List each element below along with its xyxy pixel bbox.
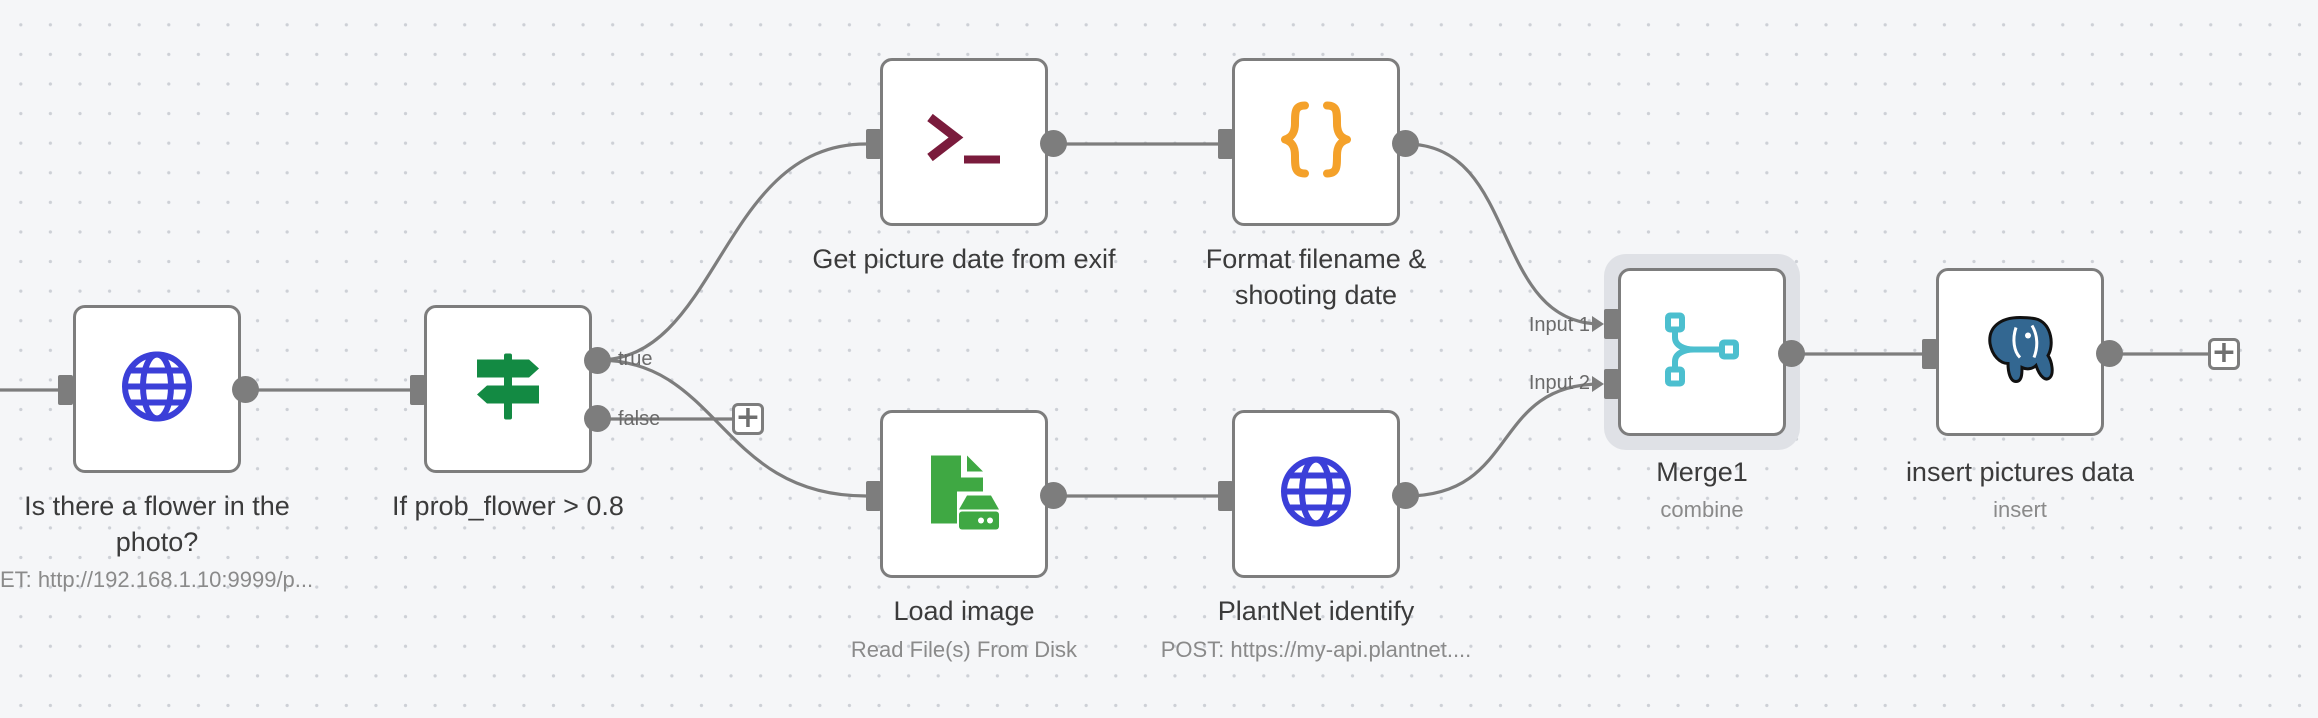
output-label-true: true [618, 348, 653, 370]
node-plantnet-identify[interactable] [1232, 410, 1400, 578]
output-port[interactable] [1778, 340, 1805, 367]
node-insert-pictures[interactable] [1936, 268, 2104, 436]
node-subtitle: insert [1993, 497, 2047, 522]
output-port[interactable] [2096, 340, 2123, 367]
input-label-2: Input 2 [1528, 372, 1590, 394]
node-subtitle: combine [1660, 497, 1744, 522]
node-get-exif-date[interactable] [880, 58, 1048, 226]
merge-icon [1664, 312, 1740, 393]
arrow-head [1592, 376, 1604, 392]
output-port[interactable] [1392, 482, 1419, 509]
output-port[interactable] [1040, 482, 1067, 509]
output-port[interactable] [232, 376, 259, 403]
node-title: Get picture date from exif [812, 244, 1116, 274]
node-format-filename[interactable] [1232, 58, 1400, 226]
node-title: shooting date [1234, 280, 1398, 310]
node-title: Format filename & [1205, 244, 1427, 274]
output-port[interactable] [1392, 130, 1419, 157]
node-title: PlantNet identify [1217, 596, 1415, 626]
edge-plantnet-to-merge [1405, 382, 1602, 498]
input-port[interactable] [410, 375, 425, 405]
input-port[interactable] [866, 129, 881, 159]
arrow-head [1592, 316, 1604, 332]
node-title: Load image [893, 596, 1035, 626]
terminal-icon [924, 110, 1004, 175]
node-flower-check[interactable] [73, 305, 241, 473]
input-label-1: Input 1 [1528, 314, 1590, 336]
node-title: If prob_flower > 0.8 [392, 491, 624, 521]
edge-true-to-exif [597, 142, 867, 362]
input-port[interactable] [1922, 339, 1937, 369]
input-port[interactable] [1218, 481, 1233, 511]
output-port-true[interactable] [584, 347, 611, 374]
output-label-false: false [618, 408, 661, 430]
code-braces-icon [1281, 100, 1351, 185]
add-node-plus-icon[interactable]: + [732, 403, 764, 435]
node-title: photo? [115, 527, 199, 557]
edge-format-to-merge [1405, 142, 1602, 326]
input-port[interactable] [866, 481, 881, 511]
node-title: Is there a flower in the [24, 491, 290, 521]
add-node-plus-icon[interactable]: + [2208, 338, 2240, 370]
file-disk-icon [927, 452, 1001, 537]
node-subtitle: Read File(s) From Disk [850, 637, 1078, 662]
node-merge[interactable] [1618, 268, 1786, 436]
node-subtitle: POST: https://my-api.plantnet.... [1160, 637, 1472, 662]
node-title: Merge1 [1656, 457, 1748, 487]
globe-icon [1279, 455, 1353, 534]
input-port[interactable] [58, 375, 73, 405]
output-port-false[interactable] [584, 405, 611, 432]
input-port-1[interactable] [1604, 309, 1619, 339]
node-load-image[interactable] [880, 410, 1048, 578]
node-if-prob-flower[interactable] [424, 305, 592, 473]
globe-icon [120, 350, 194, 429]
output-port[interactable] [1040, 130, 1067, 157]
signpost-icon [471, 350, 545, 429]
postgres-elephant-icon [1982, 312, 2058, 393]
node-title: insert pictures data [1905, 457, 2135, 487]
edge-true-to-load [597, 358, 867, 498]
input-port[interactable] [1218, 129, 1233, 159]
input-port-2[interactable] [1604, 369, 1619, 399]
node-subtitle: ET: http://192.168.1.10:9999/p... [0, 567, 314, 592]
